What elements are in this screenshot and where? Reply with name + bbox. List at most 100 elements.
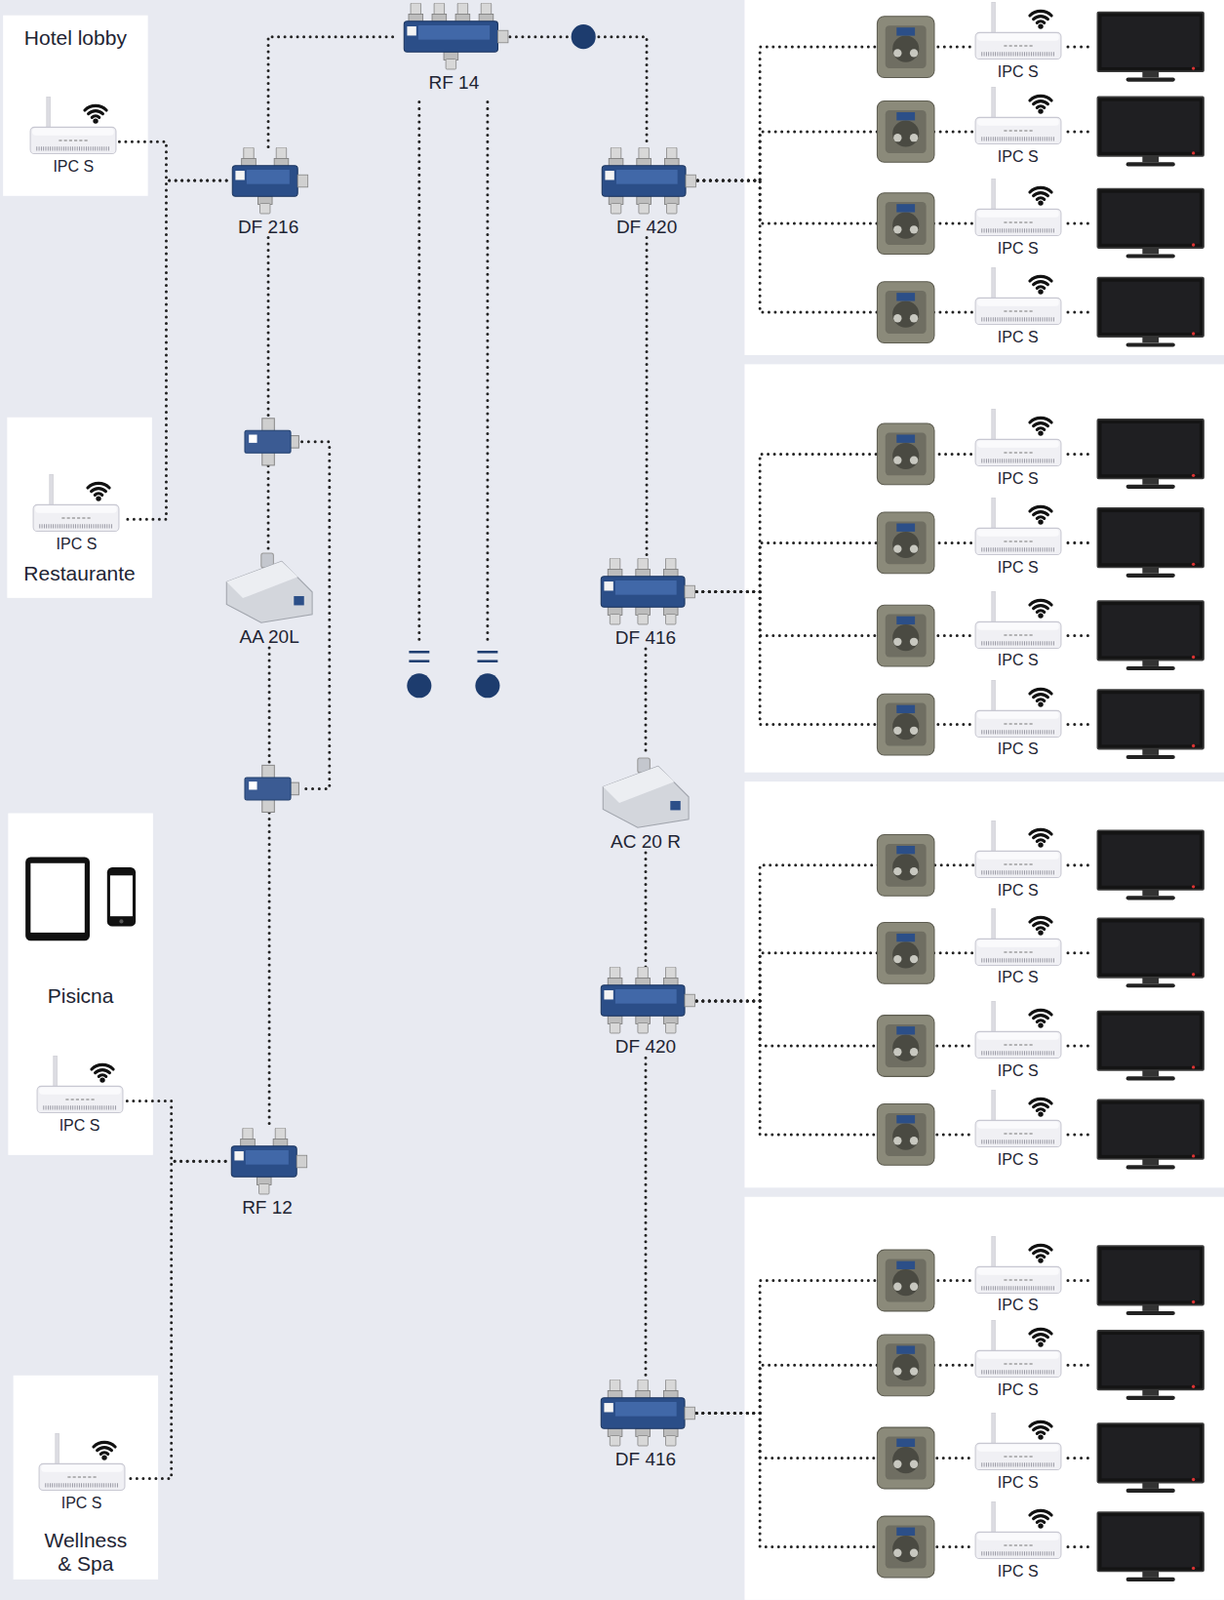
wifi-wave bbox=[96, 1447, 112, 1451]
ipc-router: IPC S bbox=[973, 497, 1064, 577]
wall-outlet bbox=[876, 423, 935, 485]
router-antenna bbox=[991, 1000, 996, 1033]
router-antenna bbox=[991, 679, 996, 712]
router-antenna bbox=[991, 1, 996, 35]
coax-cable bbox=[268, 647, 272, 1128]
outlet-insert bbox=[885, 290, 927, 334]
wifi-wave bbox=[1036, 106, 1044, 109]
device-picture bbox=[37, 1432, 127, 1493]
outlet-port bbox=[893, 637, 902, 646]
tablet-icon bbox=[25, 857, 90, 942]
brand-mark bbox=[248, 781, 257, 790]
outlet-port bbox=[909, 544, 918, 553]
wifi-dot bbox=[1037, 1110, 1043, 1116]
router-vents bbox=[981, 548, 1055, 553]
wifi-wave bbox=[1036, 698, 1044, 701]
ipc-router: IPC S bbox=[973, 178, 1064, 258]
f-connector bbox=[666, 147, 676, 160]
outlet-socket bbox=[892, 1122, 919, 1149]
splitter-plate bbox=[615, 580, 677, 595]
device-picture bbox=[397, 2, 511, 71]
tv-stand bbox=[1142, 156, 1159, 162]
device-label: DF 216 bbox=[237, 216, 299, 238]
room-panel bbox=[744, 363, 1224, 772]
wifi-dot bbox=[1037, 431, 1043, 436]
tv-screen bbox=[1097, 1511, 1204, 1572]
wifi-wave bbox=[1032, 101, 1048, 105]
device-label: IPC S bbox=[56, 535, 98, 553]
outlet-port bbox=[909, 726, 918, 735]
outlet-label bbox=[896, 933, 915, 942]
device-picture bbox=[973, 497, 1064, 557]
splitter: DF 416 bbox=[594, 1379, 698, 1470]
amp-top bbox=[603, 765, 675, 803]
f-connector bbox=[609, 1023, 620, 1033]
outlet-insert bbox=[885, 1259, 927, 1303]
side-connector bbox=[684, 994, 695, 1008]
splitter-body bbox=[600, 1397, 685, 1428]
ipc-router: IPC S bbox=[973, 1, 1064, 81]
router-antenna bbox=[991, 591, 996, 624]
outlet-socket bbox=[892, 1446, 919, 1473]
router-antenna bbox=[991, 267, 996, 300]
amp-body bbox=[227, 560, 314, 623]
tv-stand bbox=[1142, 1571, 1159, 1578]
tv-glare bbox=[1102, 1104, 1200, 1155]
router-vents bbox=[981, 1050, 1055, 1055]
router-leds bbox=[59, 140, 90, 142]
wifi-dot bbox=[1037, 1523, 1043, 1529]
tv-glare bbox=[1102, 1515, 1200, 1567]
wifi-wave bbox=[95, 493, 103, 496]
tv-screen bbox=[1097, 188, 1204, 248]
device-label: IPC S bbox=[997, 63, 1039, 81]
device-label: IPC S bbox=[997, 1062, 1039, 1080]
coax-cable bbox=[267, 236, 271, 551]
side-connector bbox=[497, 30, 508, 43]
router-leds bbox=[1003, 45, 1034, 47]
device-picture bbox=[595, 147, 699, 215]
f-connector bbox=[609, 557, 620, 571]
tv-led bbox=[1191, 66, 1195, 70]
device-label: IPC S bbox=[997, 558, 1039, 577]
wifi-wave bbox=[1032, 281, 1048, 285]
router-body bbox=[975, 1350, 1062, 1378]
tv-glare bbox=[1102, 423, 1200, 474]
coax-cable bbox=[644, 1057, 648, 1380]
wall-outlet bbox=[876, 1104, 935, 1166]
router-vents bbox=[981, 459, 1055, 464]
wifi-wave bbox=[1036, 21, 1044, 24]
brand-mark bbox=[603, 581, 613, 591]
device-label: RF 14 bbox=[429, 72, 480, 94]
wall-outlet bbox=[876, 921, 935, 984]
router-vents bbox=[981, 1139, 1055, 1144]
f-connector bbox=[637, 1379, 648, 1392]
hdmi-cable bbox=[1067, 1132, 1093, 1136]
router-top bbox=[977, 1533, 1060, 1540]
device-label: IPC S bbox=[997, 968, 1039, 987]
wifi-wave bbox=[1036, 516, 1044, 519]
outlet-label bbox=[896, 203, 915, 212]
wall-outlet bbox=[876, 693, 935, 755]
tv-led bbox=[1191, 744, 1195, 748]
area-name: Hotel lobby bbox=[24, 26, 127, 50]
outlet-port bbox=[893, 225, 902, 234]
device-picture bbox=[973, 408, 1064, 469]
outlet-socket bbox=[892, 624, 919, 651]
device-picture bbox=[594, 1379, 698, 1447]
wifi-wave bbox=[98, 1074, 106, 1077]
tv-stand bbox=[1142, 749, 1159, 755]
outlet-port bbox=[909, 1282, 918, 1291]
router-body bbox=[975, 1265, 1062, 1293]
f-connector bbox=[610, 147, 621, 160]
router-leds bbox=[1003, 633, 1034, 635]
outlet-port bbox=[909, 455, 918, 464]
f-connector bbox=[638, 202, 649, 213]
router-body bbox=[30, 127, 117, 155]
panel-ground bbox=[7, 813, 154, 1155]
ipc-router: IPC S bbox=[973, 267, 1064, 347]
outlet-port bbox=[893, 726, 902, 735]
wifi-wave bbox=[84, 106, 107, 112]
device-label: IPC S bbox=[997, 651, 1039, 670]
wall-outlet bbox=[876, 512, 935, 574]
coax-cable bbox=[645, 236, 649, 558]
